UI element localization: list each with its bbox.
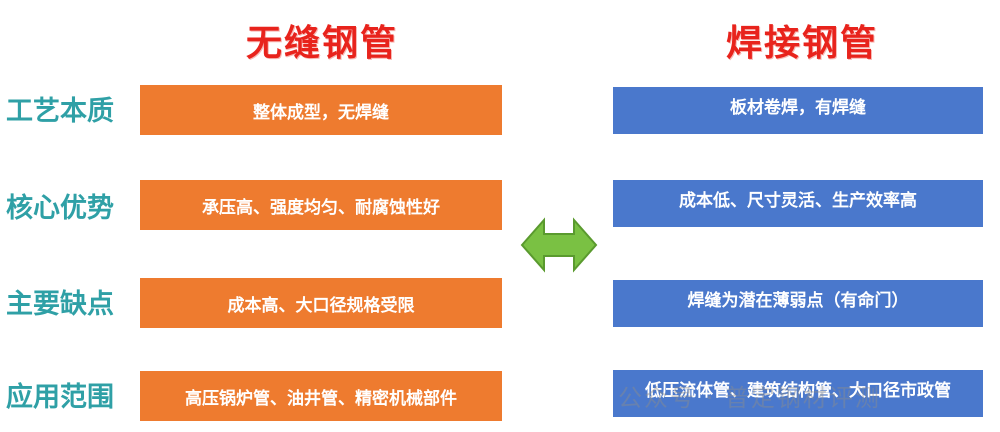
welded-drawback-box: 焊缝为潜在薄弱点（有命门）	[613, 280, 983, 327]
row-label-process: 工艺本质	[6, 96, 114, 127]
title-seamless: 无缝钢管	[246, 23, 399, 64]
double-headed-arrow-icon	[520, 217, 598, 273]
seamless-process-box: 整体成型，无焊缝	[140, 85, 502, 135]
welded-process-box: 板材卷焊，有焊缝	[613, 87, 983, 134]
row-label-advantage: 核心优势	[6, 193, 114, 224]
seamless-drawback-box: 成本高、大口径规格受限	[140, 278, 502, 328]
row-label-application: 应用范围	[6, 382, 114, 413]
seamless-application-box: 高压锅炉管、油井管、精密机械部件	[140, 371, 502, 421]
row-label-drawback: 主要缺点	[6, 289, 114, 320]
seamless-advantage-box: 承压高、强度均匀、耐腐蚀性好	[140, 180, 502, 230]
welded-advantage-box: 成本低、尺寸灵活、生产效率高	[613, 180, 983, 227]
welded-application-box: 低压流体管、建筑结构管、大口径市政管	[613, 370, 983, 417]
title-welded: 焊接钢管	[726, 23, 879, 64]
